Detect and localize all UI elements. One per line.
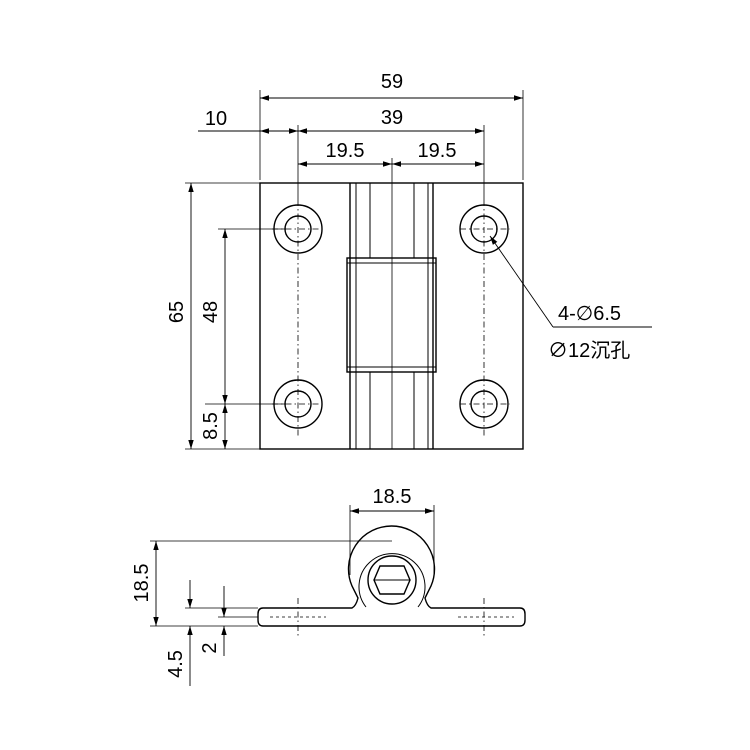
countersunk-hole-bottom-right: [459, 379, 509, 429]
knuckle-width-dimension: [349, 505, 435, 575]
height-dimensions: [185, 182, 286, 450]
front-view: [185, 90, 652, 450]
hole-note-leader: [489, 235, 652, 328]
dim-hole-spacing-width: 39: [381, 107, 403, 129]
dim-overall-width: 59: [381, 71, 403, 93]
hole-centerlines: [272, 200, 510, 436]
hinge-plate-outline: [259, 182, 524, 450]
countersunk-hole-top-right: [459, 204, 509, 254]
knuckle-lines: [346, 183, 437, 449]
dim-knuckle-width: 18.5: [373, 486, 412, 508]
hole-note-line2: ∅12沉孔: [548, 339, 630, 362]
hole-note-line1: 4-∅6.5: [558, 303, 621, 325]
dim-overall-height: 65: [166, 301, 188, 323]
plate-thickness-dimensions: [185, 580, 258, 686]
dim-plate-offset: 4.5: [165, 650, 187, 678]
dim-hole-spacing-height: 48: [200, 301, 222, 323]
side-view: [150, 505, 526, 686]
width-dimensions: [198, 90, 524, 200]
dim-half-spacing-left: 19.5: [326, 140, 365, 162]
dim-knuckle-height: 18.5: [131, 564, 153, 603]
side-profile-outline: [257, 525, 526, 627]
dim-half-spacing-right: 19.5: [418, 140, 457, 162]
dim-plate-thickness: 2: [199, 642, 221, 653]
knuckle-height-dimension: [150, 540, 392, 627]
pin-circle: [367, 555, 417, 605]
dim-left-offset: 10: [205, 108, 227, 130]
dim-bottom-offset: 8.5: [200, 412, 222, 440]
